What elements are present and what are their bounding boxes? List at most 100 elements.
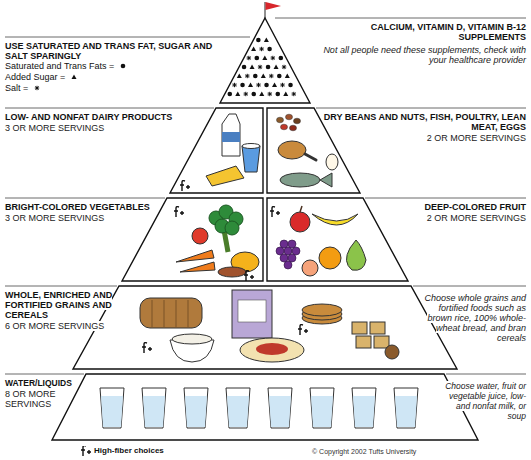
legend-entry: Saturated and Trans Fats =: [5, 61, 132, 71]
tier-shape: [267, 198, 408, 281]
separator-rule: [365, 198, 526, 199]
bread-slice: [152, 300, 153, 327]
milk-carton: [222, 114, 240, 156]
cereal-box: [232, 290, 272, 338]
separator-rule: [5, 286, 117, 287]
tier-text-group: WHOLE, ENRICHED AND FORTIFIED GRAINS AND…: [5, 290, 115, 332]
salt-symbol: [282, 65, 286, 69]
tier-text-group: CALCIUM, VITAMIN D, VITAMIN B-12 SUPPLEM…: [312, 22, 526, 66]
banana: [312, 214, 358, 225]
grapes: [288, 254, 296, 262]
sugar-symbol: [261, 74, 266, 79]
separator-rule: [5, 374, 84, 375]
tier-heading: BRIGHT-COLORED VEGETABLES: [5, 202, 150, 212]
food-group-tier: BRIGHT-COLORED VEGETABLES3 OR MORE SERVI…: [0, 196, 265, 284]
tier-shape: [170, 108, 263, 193]
water-glass: [100, 388, 124, 428]
food-group-tier: WATER/LIQUIDS8 OR MORE SERVINGS Choose wa…: [0, 372, 531, 442]
yogurt-cup: [242, 146, 260, 172]
cereal-box-panel: [238, 300, 266, 322]
water: [143, 396, 165, 427]
muffin: [385, 345, 399, 359]
beans-nuts: [294, 118, 301, 124]
water-glass: [268, 388, 292, 428]
fat-symbol: [255, 56, 260, 61]
separator-rule: [413, 286, 526, 287]
sugar-symbol: [237, 74, 242, 79]
serving-count: 8 OR MORE SERVINGS: [5, 389, 56, 409]
salt-symbol: [245, 74, 249, 78]
separator-rule: [275, 18, 526, 19]
salt-symbol: [292, 92, 296, 96]
sugar-symbol: [72, 75, 77, 80]
legend-entry: Salt =: [5, 83, 46, 93]
chicken-drumstick: [278, 141, 306, 159]
beans-nuts: [286, 114, 293, 120]
legend-entry: High-fiber choices: [76, 446, 164, 456]
water: [269, 396, 291, 427]
legend-symbol: [117, 61, 129, 71]
fat-symbol: [253, 74, 258, 79]
serving-count: 2 OR MORE SERVINGS: [427, 133, 526, 143]
sugar-symbol: [272, 83, 277, 88]
separator-rule: [446, 374, 526, 375]
legend-entry: Added Sugar =: [5, 72, 83, 82]
grapes: [284, 247, 292, 255]
salt-symbol: [268, 92, 272, 96]
fat-symbol: [279, 56, 284, 61]
food-group-tier: DRY BEANS AND NUTS, FISH, POULTRY, LEAN …: [265, 106, 531, 196]
tier-text-group: WATER/LIQUIDS8 OR MORE SERVINGS: [5, 378, 83, 410]
fiber-symbol: [81, 446, 91, 456]
beans-nuts: [290, 125, 297, 131]
fat-symbol: [266, 65, 271, 70]
tier-shape: [73, 286, 457, 369]
grapes: [276, 247, 284, 255]
pasta-sauce: [256, 343, 288, 355]
pancakes: [302, 304, 342, 316]
salt-symbol: [244, 92, 248, 96]
grapes: [284, 261, 292, 269]
sugar-symbol: [264, 38, 269, 43]
cracker: [356, 336, 371, 348]
tier-heading: DRY BEANS AND NUTS, FISH, POULTRY, LEAN …: [324, 112, 526, 132]
fat-symbol: [275, 92, 280, 97]
tier-text-group: USE SATURATED AND TRANS FAT, SUGAR AND S…: [5, 41, 219, 62]
broccoli: [225, 221, 239, 235]
serving-count: 2 OR MORE SERVINGS: [427, 213, 526, 223]
fat-symbol: [256, 38, 261, 43]
serving-count: 6 OR MORE SERVINGS: [5, 321, 104, 331]
tier-text-group: DRY BEANS AND NUTS, FISH, POULTRY, LEAN …: [320, 112, 526, 144]
tier-text-group: LOW- AND NONFAT DAIRY PRODUCTS3 OR MORE …: [5, 112, 210, 134]
salt-symbol: [258, 65, 262, 69]
water: [311, 396, 333, 427]
water-glass: [184, 388, 208, 428]
tier-heading: LOW- AND NONFAT DAIRY PRODUCTS: [5, 112, 172, 122]
grapes: [288, 240, 296, 248]
bread-slice: [176, 300, 177, 327]
fiber-symbol: [174, 207, 184, 217]
water-glass: [394, 388, 418, 428]
fat-symbol: [251, 92, 256, 97]
egg: [326, 154, 338, 170]
bread-slice: [188, 300, 189, 327]
yogurt-lid: [242, 144, 260, 149]
pasta-plate: [240, 338, 304, 362]
sugar-symbol: [283, 92, 288, 97]
advice-note: Not all people need these supplements, c…: [323, 45, 526, 65]
water-glass: [352, 388, 376, 428]
separator-rule: [5, 108, 214, 109]
legend-symbol: [79, 446, 91, 456]
salt-symbol: [35, 86, 39, 90]
orange: [319, 247, 341, 269]
advice-note: Choose water, fruit or vegetable juice, …: [445, 381, 526, 421]
drumstick-bone: [305, 154, 316, 160]
sugar-symbol: [262, 56, 267, 61]
tier-shape: [220, 18, 310, 103]
serving-count: 3 OR MORE SERVINGS: [5, 123, 104, 133]
fish-tail: [320, 173, 332, 187]
peach: [302, 260, 318, 276]
grapes: [280, 240, 288, 248]
carrot: [176, 250, 214, 262]
advice-note: Choose whole grains and fortified foods …: [424, 293, 526, 343]
cracker: [352, 322, 367, 334]
